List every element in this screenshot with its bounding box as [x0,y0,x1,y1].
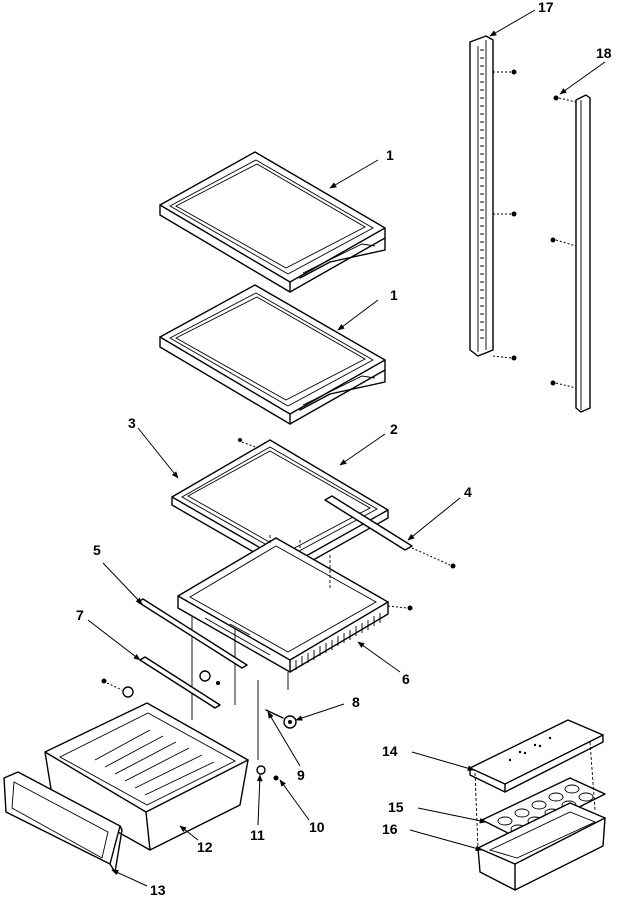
part-7-drawer-rail [139,656,221,709]
part-1-glass-shelf-lower [159,284,386,425]
part-4-support-rod [324,495,456,569]
callout-12: 12 [197,839,213,855]
callout-6: 6 [402,671,410,687]
part-12-crisper-drawer [44,702,249,851]
callout-2: 2 [390,421,398,437]
leader-lines [87,9,606,887]
callout-16: 16 [382,821,398,837]
callout-15: 15 [388,799,404,815]
part-8-roller [265,709,297,729]
callout-1-lower: 1 [390,287,398,303]
callout-3: 3 [128,415,136,431]
callout-10: 10 [309,819,325,835]
callout-9: 9 [297,767,305,783]
callout-7: 7 [76,607,84,623]
part-13-drawer-front [3,771,123,873]
callout-1-upper: 1 [386,147,394,163]
part-15-egg-tray [481,777,606,839]
callout-8: 8 [352,694,360,710]
callout-13: 13 [150,882,166,898]
callout-4: 4 [464,484,472,500]
part-14-egg-tray-cover [469,719,604,793]
callout-5: 5 [93,542,101,558]
callout-14: 14 [382,743,398,759]
part-6-crisper-frame [177,537,413,673]
callout-labels: 17 18 1 1 2 3 4 5 6 7 8 9 10 11 12 13 14… [76,0,612,898]
part-16-egg-bin [477,802,606,891]
part-18-narrow-rail [550,94,591,413]
part-17-shelf-rail [469,35,517,361]
drawer-screw-roller [101,678,134,698]
part-10-11-hardware [256,765,279,781]
part-1-glass-shelf-upper [159,151,386,293]
callout-17: 17 [538,0,554,15]
callout-11: 11 [250,827,265,843]
callout-18: 18 [596,45,612,61]
